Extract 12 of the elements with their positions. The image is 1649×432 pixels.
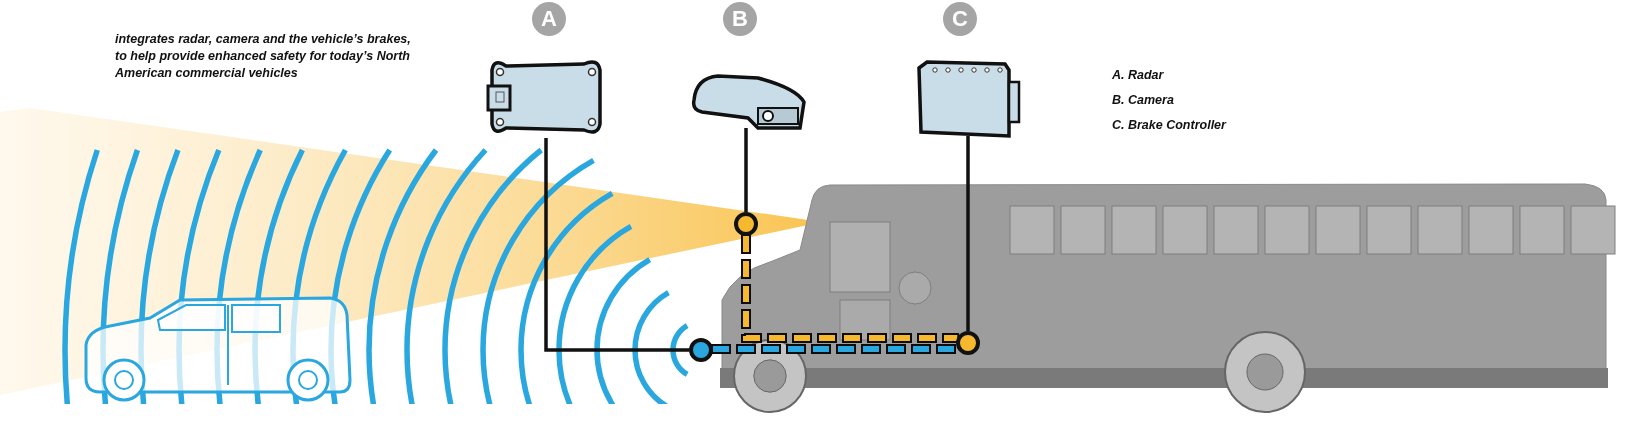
- letter-badge: A: [532, 2, 566, 36]
- connection-dot: [689, 338, 713, 362]
- connector-line: [544, 138, 689, 352]
- legend-text: C. Brake Controller: [1112, 117, 1226, 134]
- caption-text: integrates radar, camera and the vehicle’s brakes, to help provide enhanced safety for today’s North American commercial vehicles: [115, 31, 412, 82]
- connector-line: [966, 136, 970, 331]
- legend-text: B. Camera: [1112, 92, 1174, 109]
- letter-badge: C: [943, 2, 977, 36]
- legend-text: A. Radar: [1112, 67, 1164, 84]
- connector-line: [744, 128, 748, 212]
- letter-badge: B: [723, 2, 757, 36]
- dashed-connector: [743, 236, 958, 341]
